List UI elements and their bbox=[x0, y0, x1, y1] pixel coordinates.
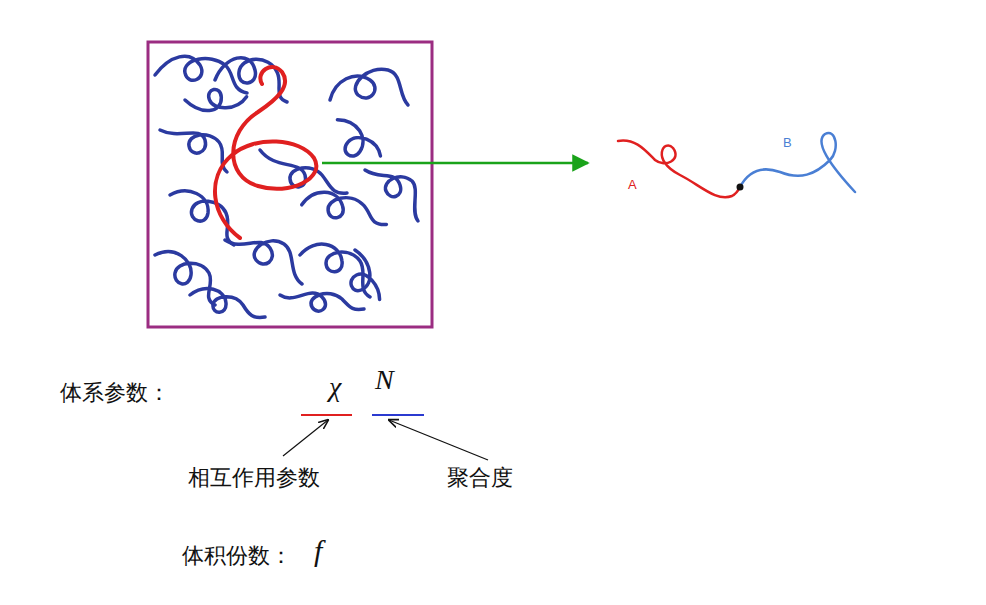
block-a bbox=[618, 141, 740, 198]
zoom-arrow bbox=[322, 162, 588, 165]
parameter-heading: 体积份数： bbox=[182, 543, 292, 568]
parameter-name: 聚合度 bbox=[447, 465, 513, 490]
symbol: χ bbox=[329, 371, 341, 403]
block-b bbox=[740, 133, 855, 192]
block-label: B bbox=[783, 136, 792, 151]
symbol: f bbox=[314, 534, 322, 569]
melt-box bbox=[148, 42, 432, 327]
chi-underline bbox=[301, 414, 352, 416]
parameter-name: 相互作用参数 bbox=[188, 465, 320, 490]
junction-dot bbox=[737, 184, 744, 191]
block-label: A bbox=[628, 178, 637, 193]
leader-line bbox=[283, 420, 328, 456]
parameter-heading: 体系参数： bbox=[60, 380, 170, 405]
red-chain bbox=[215, 67, 316, 238]
blue-chains bbox=[155, 56, 418, 317]
leader-line bbox=[389, 420, 488, 460]
n-underline bbox=[372, 414, 424, 416]
symbol: N bbox=[375, 364, 394, 396]
